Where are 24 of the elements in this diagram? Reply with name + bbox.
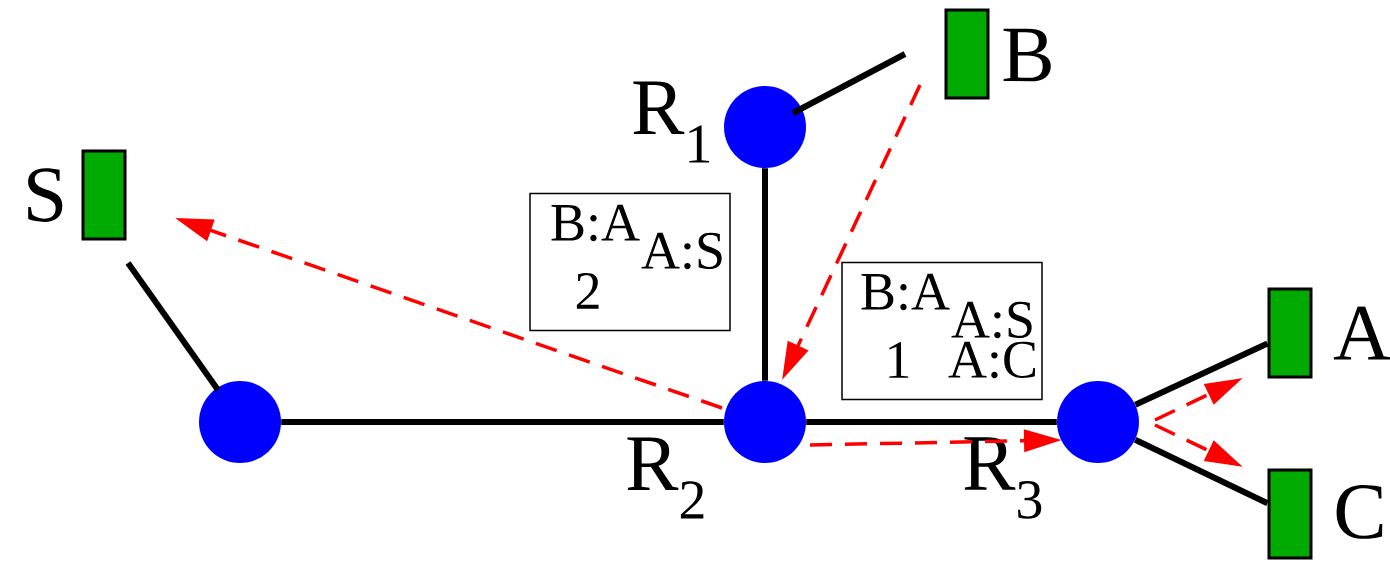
- table-entry: 1: [889, 342, 909, 378]
- router-label: R$_{1}$: [633, 81, 710, 163]
- router-label: R$_{3}$: [964, 437, 1042, 519]
- table-entry: A:S: [641, 232, 722, 270]
- table-entry: 2: [576, 273, 599, 309]
- link-line: [125, 261, 221, 392]
- link-line: [1134, 340, 1269, 408]
- host-label: C: [1336, 485, 1383, 539]
- host-label: S: [28, 168, 63, 222]
- link-line: [806, 419, 1057, 425]
- link-line: [1133, 437, 1269, 506]
- routing-table: [841, 261, 1043, 401]
- router-circle: [199, 381, 281, 463]
- host-label: B: [1003, 28, 1051, 82]
- router-label: R$_{2}$: [627, 437, 704, 519]
- host-label: A: [1333, 306, 1390, 360]
- table-entry: A:C: [948, 341, 1035, 379]
- link-line: [791, 51, 907, 116]
- table-entry: B:A: [861, 273, 950, 311]
- table-entry: A:S: [951, 301, 1032, 339]
- routing-table: [529, 192, 731, 332]
- link-line: [762, 168, 768, 381]
- table-entry: B:A: [551, 204, 640, 242]
- link-line: [281, 419, 724, 425]
